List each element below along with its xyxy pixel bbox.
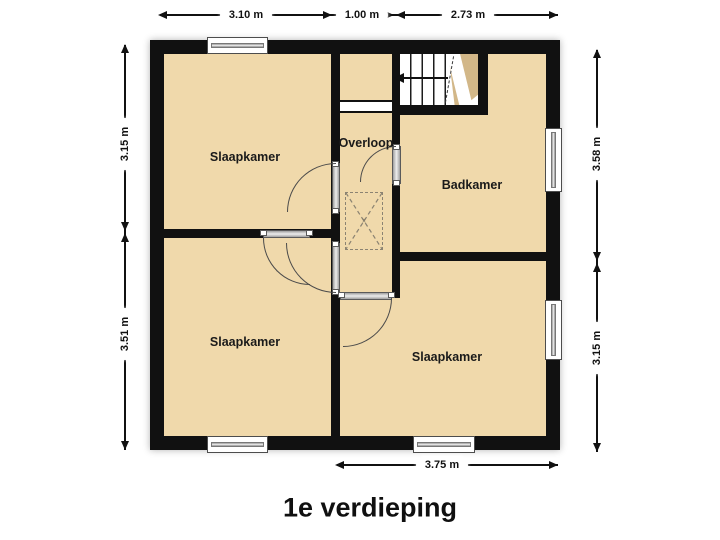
dimension-label-left-2: 3.51 m [116,308,134,360]
window-glass [211,43,264,48]
window-icon-bottom-right [413,436,475,453]
dimension-arrowhead [121,441,129,450]
floor-title: 1e verdieping [282,492,458,523]
stair-direction-arrow [403,77,448,79]
dimension-arrowhead [335,461,344,469]
window-glass [551,304,556,356]
dimension-label-top-3: 2.73 m [442,6,494,24]
dimension-label-right-1: 3.58 m [588,128,606,180]
window-glass [211,442,264,447]
door-icon-between-left-bedrooms [263,229,310,238]
window-icon-bathroom-right [545,128,562,192]
door-hinge [338,292,345,298]
window-icon-top [207,37,268,54]
room-label-landing: Overloop [338,136,394,150]
window-icon-bedroom-right [545,300,562,360]
room-label-bedroom-bottom-right: Slaapkamer [411,350,483,364]
dimension-arrowhead [396,11,405,19]
door-hinge [260,230,267,236]
room-bathroom [400,115,546,252]
window-icon-bottom-left [207,436,268,453]
window-glass [551,132,556,188]
room-label-bedroom-top-left: Slaapkamer [209,150,281,164]
room-label-bathroom: Badkamer [441,178,503,192]
door-hinge [306,230,313,236]
dimension-label-top-1: 3.10 m [220,6,272,24]
dimension-arrowhead [593,252,601,261]
stair-top-step-band [340,100,392,113]
dimension-arrowhead [593,49,601,58]
floorplan: x [150,37,562,453]
dimension-label-left-1: 3.15 m [116,118,134,170]
dimension-arrowhead [593,443,601,452]
window-glass [417,442,471,447]
dimension-label-right-2: 3.15 m [588,322,606,374]
door-hinge [392,180,400,186]
dimension-arrowhead [121,44,129,53]
room-bathroom-upper-strip [488,54,546,115]
dimension-arrowhead [549,461,558,469]
dimension-arrowhead [385,11,394,19]
door-hinge [388,292,395,298]
dimension-arrowhead [323,11,332,19]
dimension-arrowhead [593,263,601,272]
dimension-arrowhead [121,233,129,242]
room-bedroom-bottom-right-upper [400,261,546,298]
stair-direction-arrowhead [394,73,404,83]
dimension-label-top-2: 1.00 m [336,6,388,24]
dimension-arrowhead [121,222,129,231]
dimension-arrowhead [158,11,167,19]
hatch-mark: x [362,217,366,225]
attic-hatch-cross [346,193,382,249]
dimension-arrowhead [549,11,558,19]
attic-hatch-symbol: x [345,192,383,250]
dimension-label-bottom-1: 3.75 m [416,456,468,474]
room-label-bedroom-bottom-left: Slaapkamer [209,335,281,349]
